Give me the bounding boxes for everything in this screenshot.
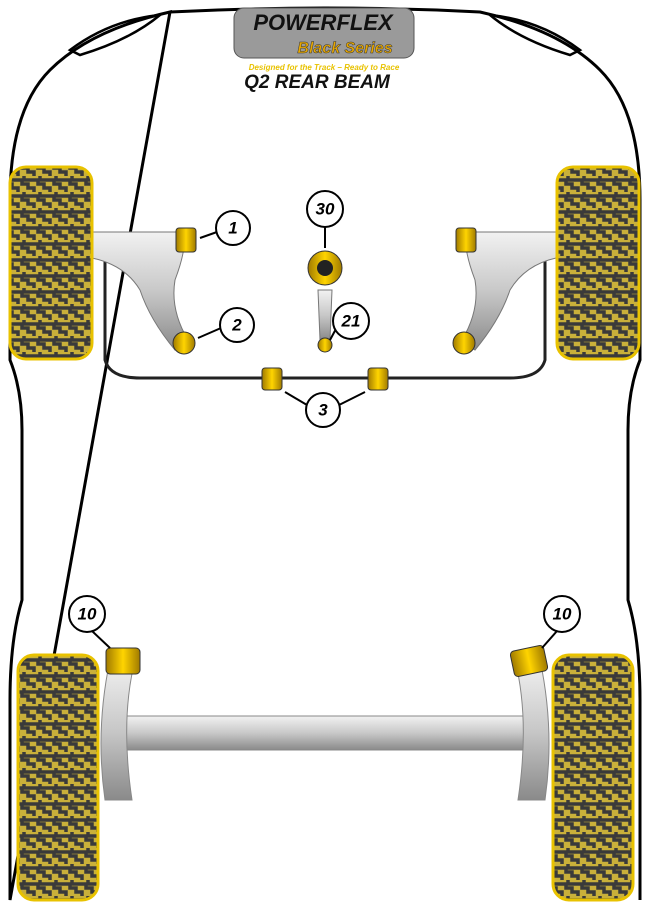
bush-10-left — [105, 647, 141, 675]
svg-text:3: 3 — [318, 401, 328, 420]
callout-10-left: 10 — [68, 595, 106, 633]
brand-series: Black Series — [297, 40, 392, 57]
bush-2 — [172, 331, 196, 355]
svg-text:2: 2 — [231, 316, 242, 335]
dogbone — [317, 289, 333, 341]
dogbone-bush — [317, 337, 333, 353]
engine-mount-core — [317, 260, 333, 276]
rear-right-trailing-arm — [514, 659, 550, 801]
bush-3-left — [261, 367, 283, 391]
callout-10-right: 10 — [543, 595, 581, 633]
bush-10-right — [509, 644, 549, 678]
powerflex-logo: POWERFLEX Black Series — [233, 7, 415, 59]
callout-1: 1 — [215, 210, 251, 246]
bush-1 — [175, 227, 197, 253]
page-title: Q2 REAR BEAM — [244, 72, 391, 93]
front-right-tire — [555, 165, 641, 361]
anti-roll-bar — [103, 255, 547, 380]
bush-2-right — [452, 331, 476, 355]
callout-30: 30 — [306, 190, 344, 228]
svg-text:21: 21 — [341, 312, 361, 331]
callout-2: 2 — [219, 307, 255, 343]
right-mirror — [486, 13, 583, 57]
rear-beam — [119, 715, 531, 751]
svg-text:10: 10 — [78, 605, 97, 624]
bush-3-right — [367, 367, 389, 391]
bush-1-right — [455, 227, 477, 253]
brand-tagline: Designed for the Track – Ready to Race — [249, 63, 400, 72]
svg-text:10: 10 — [553, 605, 572, 624]
rear-right-tire — [551, 653, 635, 902]
rear-left-tire — [16, 653, 100, 902]
svg-text:1: 1 — [228, 219, 237, 238]
callout-21: 21 — [332, 302, 370, 340]
brand-name: POWERFLEX — [253, 10, 394, 35]
front-left-tire — [8, 165, 94, 361]
left-mirror — [67, 13, 164, 57]
svg-text:30: 30 — [316, 200, 335, 219]
rear-left-trailing-arm — [100, 659, 136, 801]
callout-3: 3 — [305, 392, 341, 428]
